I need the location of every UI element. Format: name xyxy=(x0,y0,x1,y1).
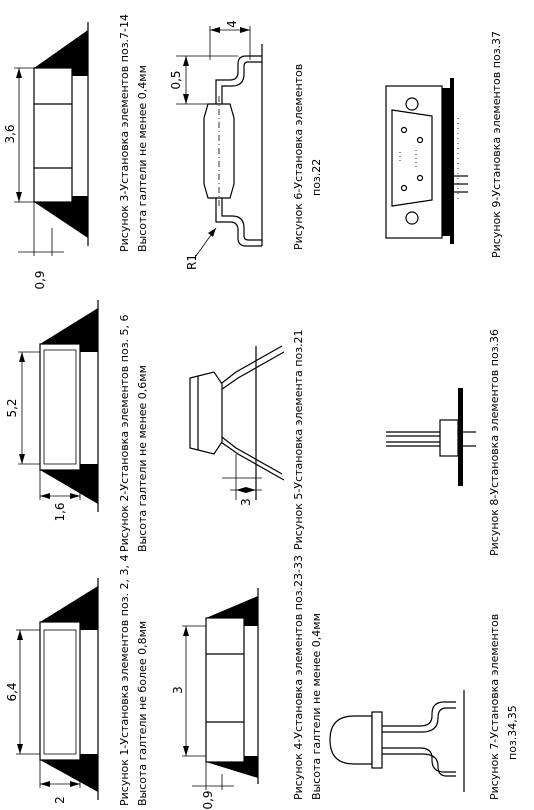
fig6-caption-line2: поз.22 xyxy=(310,159,323,196)
fig8-caption-line1: Рисунок 8-Установка элементов поз.36 xyxy=(488,329,501,556)
fig3-height-dimension: 0,9 xyxy=(33,270,47,289)
fig2-caption-line2: Высота галтели не менее 0,6мм xyxy=(136,365,149,552)
fig1-caption-line2: Высота галтели не более 0,8мм xyxy=(136,621,149,806)
figure-5: 3 Рисунок 5-Установка элемента поз.21 xyxy=(189,329,305,550)
fig5-height-dimension: 3 xyxy=(239,498,253,506)
fig2-height-dimension: 1,6 xyxy=(53,502,67,521)
fig3-caption-line2: Высота галтели не менее 0,4мм xyxy=(136,65,149,252)
fig5-caption-line1: Рисунок 5-Установка элемента поз.21 xyxy=(292,329,305,550)
fig4-caption-line2: Высота галтели не менее 0,4мм xyxy=(310,613,323,800)
figure-4: 3 0,9 Рисунок 4-Установка элементов поз.… xyxy=(171,555,323,810)
figure-3: 3,6 0,9 Рисунок 3-Установка элементов по… xyxy=(3,14,149,290)
fig2-drawing xyxy=(18,300,99,512)
fig7-caption-line1: Рисунок 7-Установка элементов xyxy=(488,614,501,800)
fig2-length-dimension: 5,2 xyxy=(5,398,19,417)
figure-1: 6,4 2 Рисунок 1-Установка элементов поз.… xyxy=(5,554,149,806)
fig8-drawing xyxy=(386,388,476,486)
fig4-height-dimension: 0,9 xyxy=(201,790,215,809)
fig4-caption-line1: Рисунок 4-Установка элементов поз.23-33 xyxy=(292,555,305,800)
fig6-offset-dimension: 0,5 xyxy=(169,70,183,89)
fig2-caption-line1: Рисунок 2-Установка элементов поз. 5, 6 xyxy=(118,314,131,552)
fig6-radius-label: R1 xyxy=(185,254,199,270)
fig7-drawing xyxy=(329,690,465,792)
fig6-drawing xyxy=(176,26,263,257)
figure-8: Рисунок 8-Установка элементов поз.36 xyxy=(386,329,501,556)
fig4-length-dimension: 3 xyxy=(171,686,185,694)
fig1-drawing xyxy=(16,578,99,800)
figure-2: 5,2 1,6 Рисунок 2-Установка элементов по… xyxy=(5,300,149,552)
figure-6: 4 0,5 R1 Рисунок 6-Установка элементов п… xyxy=(169,20,323,270)
fig7-caption-line2: поз.34,35 xyxy=(506,705,519,760)
fig1-length-dimension: 6,4 xyxy=(5,682,19,701)
fig6-caption-line1: Рисунок 6-Установка элементов xyxy=(292,64,305,250)
fig9-caption-line1: Рисунок 9-Установка элементов поз.37 xyxy=(490,31,503,258)
fig3-drawing xyxy=(14,22,89,256)
figure-9: Рисунок 9-Установка элементов поз.37 xyxy=(385,31,503,258)
fig4-drawing xyxy=(182,588,259,790)
fig5-drawing xyxy=(189,345,285,500)
fig3-caption-line1: Рисунок 3-Установка элементов поз.7-14 xyxy=(118,14,131,252)
fig9-drawing xyxy=(385,78,468,244)
figure-7: Рисунок 7-Установка элементов поз.34,35 xyxy=(329,614,519,800)
fig1-height-dimension: 2 xyxy=(53,796,67,804)
fig6-pitch-dimension: 4 xyxy=(225,20,239,28)
fig1-caption-line1: Рисунок 1-Установка элементов поз. 2, 3,… xyxy=(118,554,131,806)
fig3-length-dimension: 3,6 xyxy=(3,124,17,143)
